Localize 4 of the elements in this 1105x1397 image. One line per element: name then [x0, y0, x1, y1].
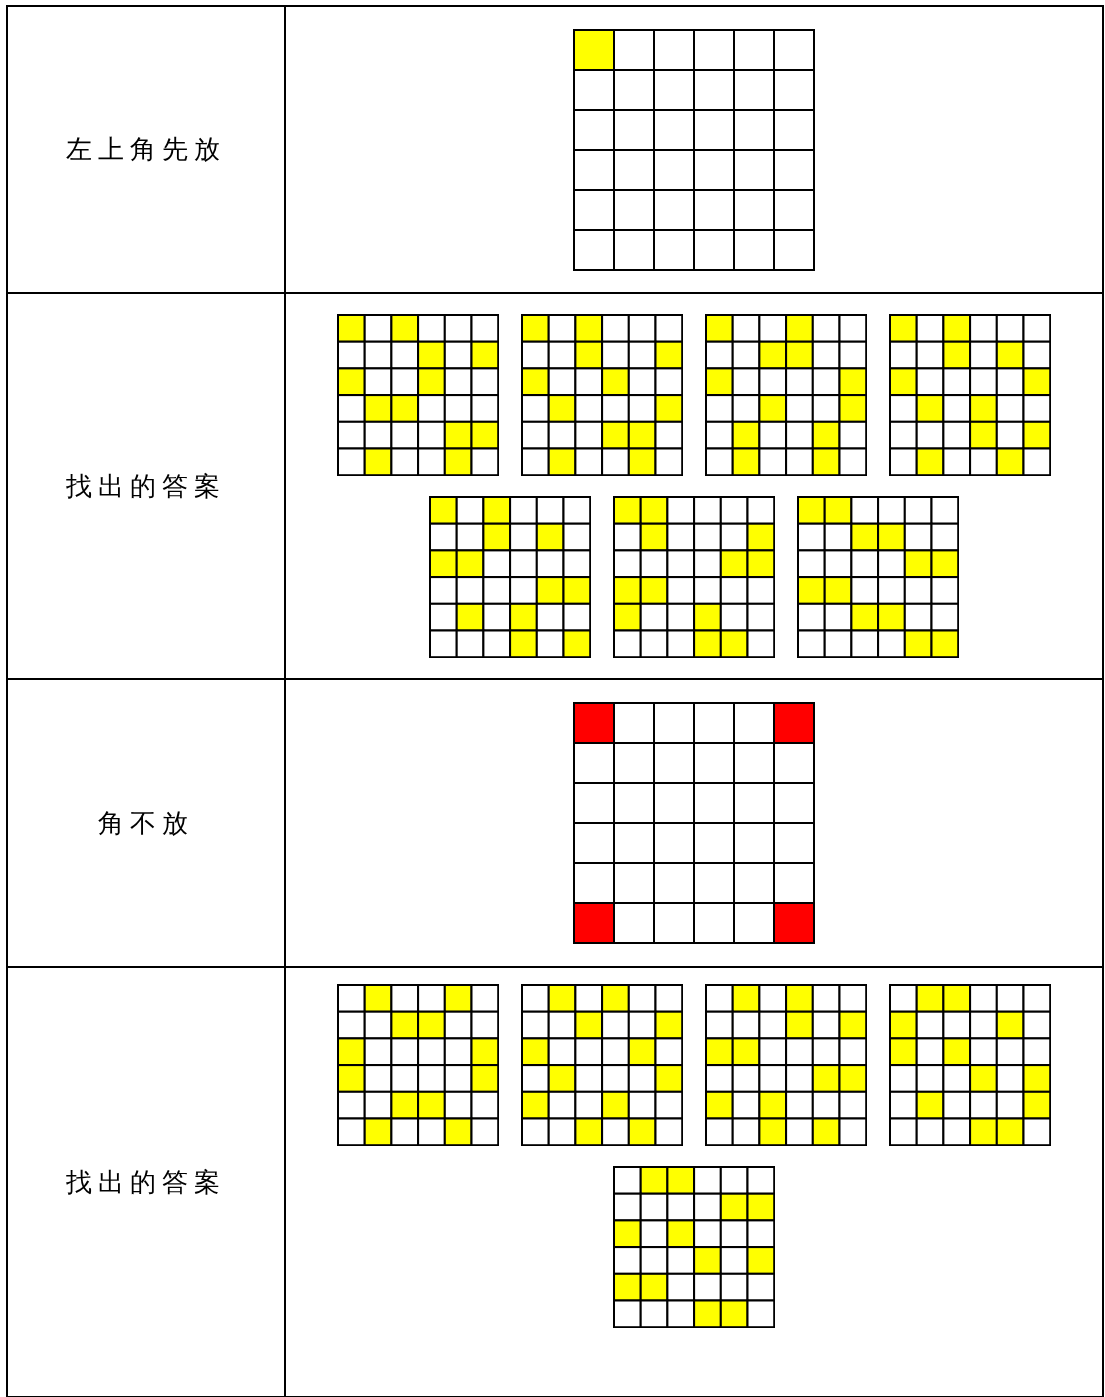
- row-label: 找出的答案: [7, 967, 285, 1397]
- row-label: 角不放: [7, 679, 285, 967]
- row-label: 左上角先放: [7, 6, 285, 293]
- row-label: 找出的答案: [7, 293, 285, 679]
